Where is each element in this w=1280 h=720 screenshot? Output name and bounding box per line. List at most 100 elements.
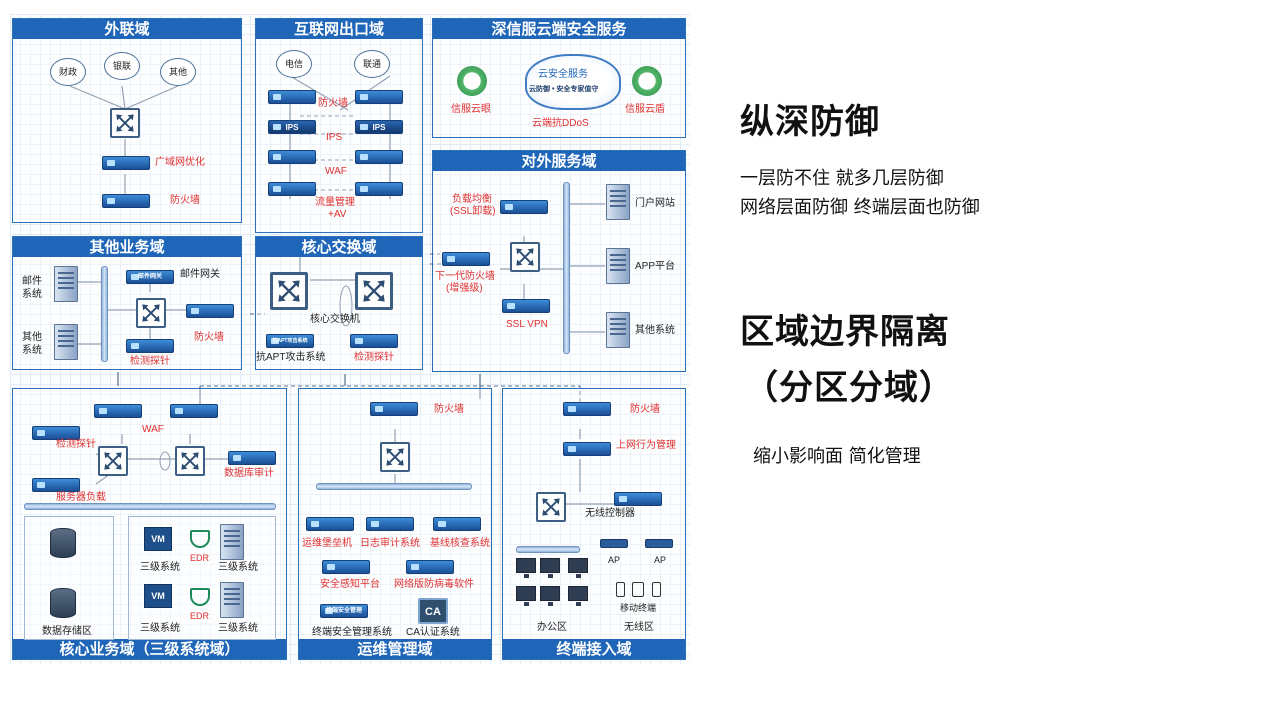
core-switch-icon [270, 272, 308, 310]
mail-gateway-tag: 邮件网关 [137, 274, 162, 280]
database-icon [50, 588, 76, 618]
waf-device [355, 150, 403, 164]
ops-bus [316, 483, 472, 490]
baseline-device [433, 517, 481, 531]
ap-icon [600, 539, 628, 548]
defense-line-2: 网络层面防御 终端层面也防御 [740, 197, 980, 218]
probe-device [126, 339, 174, 353]
wireless-label: 无线区 [624, 622, 654, 633]
sip-device [322, 560, 370, 574]
cloud-icon: 其他 [160, 58, 196, 86]
cloud-label: 财政 [58, 67, 77, 77]
cloud-service-title: 云安全服务 [538, 69, 588, 80]
firewall-device [370, 402, 418, 416]
ips-tag: IPS [285, 123, 299, 132]
level3-label: 三级系统 [140, 562, 180, 573]
mobile-label: 移动终端 [620, 603, 657, 613]
cloud-shield-label: 信服云盾 [625, 104, 665, 115]
probe-label: 检测探针 [56, 439, 96, 450]
apt-device: 抗APT攻击系统 [266, 334, 314, 348]
vpn-label: SSL VPN [506, 319, 548, 330]
switch-icon [175, 446, 205, 476]
zone-terminal: 终端接入域 [502, 388, 686, 660]
switch-icon [536, 492, 566, 522]
zoning-line: 缩小影响面 简化管理 [753, 446, 921, 467]
db-audit-label: 数据库审计 [224, 468, 274, 479]
cloud-security-service-icon [525, 54, 621, 110]
core-switch-label: 核心交换机 [310, 314, 360, 325]
pc-icon [516, 558, 536, 578]
lb-sub-label: (SSL卸载) [450, 206, 496, 217]
level3-label: 三级系统 [218, 623, 258, 634]
other-system-label: 其他 [22, 332, 42, 343]
behavior-mgmt-device [563, 442, 611, 456]
title-zoning: （分区分域） [744, 368, 954, 408]
load-balancer-device [500, 200, 548, 214]
mobile-icon [632, 582, 644, 597]
portal-label: 门户网站 [635, 198, 675, 209]
server-lb-device [32, 478, 80, 492]
ips-label: IPS [326, 132, 343, 143]
probe-device [32, 426, 80, 440]
firewall-device [563, 402, 611, 416]
zone-other-business: 其他业务域 [12, 236, 242, 370]
ips-tag: IPS [372, 123, 386, 132]
pc-icon [540, 558, 560, 578]
zone-external-service-title: 对外服务域 [433, 151, 685, 171]
cloud-label: 其他 [168, 67, 187, 77]
pc-icon [516, 586, 536, 606]
vm-label: VM [151, 534, 165, 544]
cloud-service-sub: 云防御 • 安全专家值守 [529, 86, 599, 93]
flow-av-label: +AV [328, 209, 347, 220]
zone-core-switch-title: 核心交换域 [256, 237, 422, 257]
ips-device: IPS [355, 120, 403, 134]
storage-label: 数据存储区 [42, 626, 92, 637]
server-lb-label: 服务器负载 [56, 492, 106, 503]
ap-icon [645, 539, 673, 548]
firewall-label: 防火墙 [434, 404, 464, 415]
zone-core-business-title: 核心业务域（三级系统域） [13, 639, 286, 659]
firewall-device [102, 194, 150, 208]
zone-ops-title: 运维管理域 [299, 639, 491, 659]
cloud-label: 电信 [284, 59, 303, 69]
firewall-device [268, 90, 316, 104]
switch-icon [510, 242, 540, 272]
mail-system-label: 邮件 [22, 276, 42, 287]
defense-line-1: 一层防不住 就多几层防御 [740, 168, 944, 189]
endpoint-label: 终端安全管理系统 [312, 627, 392, 638]
vm-icon: VM [144, 527, 172, 551]
firewall-label: 防火墙 [630, 404, 660, 415]
waf-device [170, 404, 218, 418]
other-system-label-2: 系统 [22, 345, 42, 356]
cloud-icon: 电信 [276, 50, 312, 78]
ngfw-sub-label: (增强级) [446, 283, 483, 294]
log-audit-label: 日志审计系统 [360, 538, 420, 549]
edr-icon [190, 588, 210, 606]
bastion-label: 运维堡垒机 [302, 538, 352, 549]
ngfw-label: 下一代防火墙 [435, 271, 495, 282]
zone-extranet-title: 外联域 [13, 19, 241, 39]
cloud-eye-label: 信服云眼 [451, 104, 491, 115]
db-audit-device [228, 451, 276, 465]
core-switch-icon [355, 272, 393, 310]
endpoint-mgmt-device: 终端安全管理 [320, 604, 368, 618]
firewall-device [355, 90, 403, 104]
mobile-icon [652, 582, 661, 597]
ap-label: AP [654, 555, 667, 565]
flow-control-device [268, 182, 316, 196]
ca-system-label: CA认证系统 [406, 627, 460, 638]
apt-tag: 抗APT攻击系统 [272, 338, 308, 344]
portal-server-icon [606, 184, 630, 220]
title-boundary-isolation: 区域边界隔离 [740, 312, 950, 352]
behavior-label: 上网行为管理 [616, 440, 676, 451]
sip-label: 安全感知平台 [320, 579, 380, 590]
edr-label: EDR [190, 611, 210, 621]
mail-gateway-label: 邮件网关 [180, 269, 220, 280]
other-system-label: 其他系统 [635, 325, 675, 336]
office-bus [516, 546, 580, 553]
zone-cloud-service-title: 深信服云端安全服务 [433, 19, 685, 39]
server-bus [563, 182, 570, 354]
cloud-icon: 银联 [104, 52, 140, 80]
level3-label: 三级系统 [140, 623, 180, 634]
firewall-label: 防火墙 [170, 195, 200, 206]
